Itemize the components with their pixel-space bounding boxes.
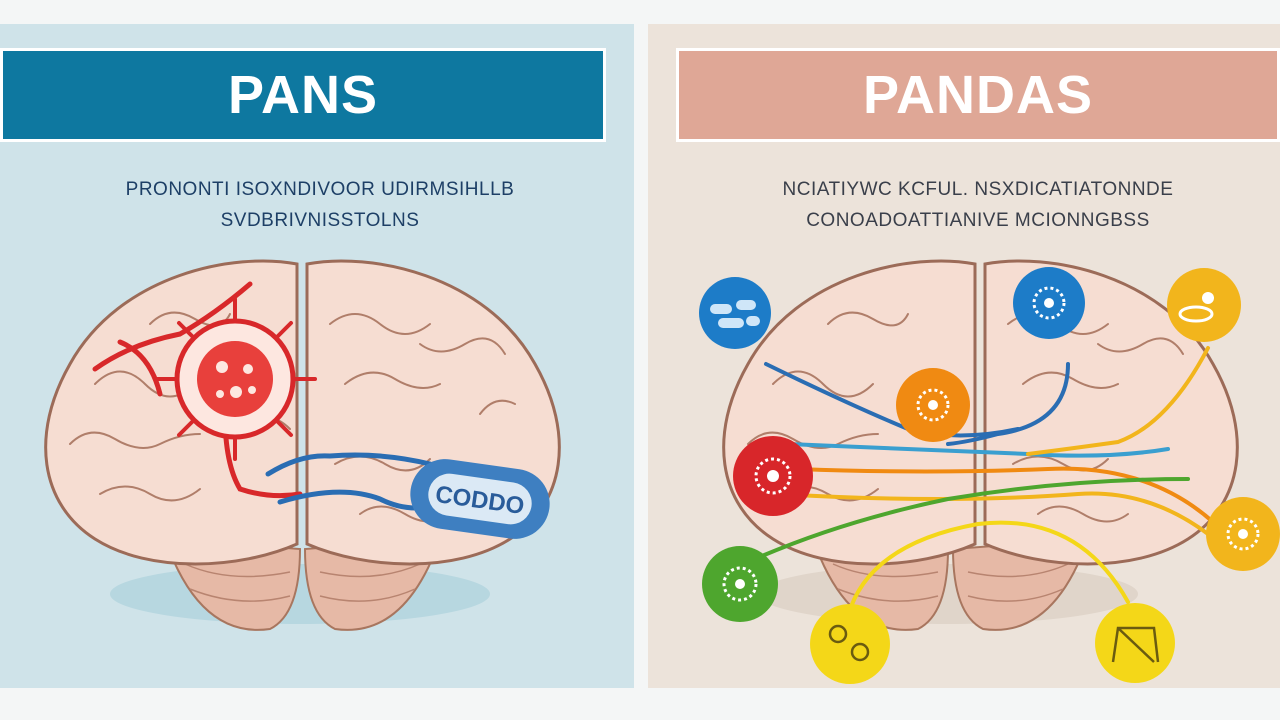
pandas-subtitle-line2: CONOADOATTIANIVE MCIONNGBSS (806, 210, 1150, 231)
virus-icon (733, 436, 813, 516)
virus-icon (702, 546, 778, 622)
pandas-subtitle-line1: NCIATIYWC KCFUL. NSXDICATIATONNDE (782, 179, 1174, 200)
virus-icon (896, 368, 970, 442)
pans-title: PANS (227, 65, 379, 125)
cerebellum-folds (184, 563, 421, 602)
pans-banner: PANS (0, 48, 606, 142)
brain-shadow (758, 564, 1138, 624)
pans-inflammation-path (92, 281, 303, 499)
virus-icon (1206, 497, 1280, 571)
cells-icon (1167, 268, 1241, 342)
pans-brain-diagram: CODDO (44, 259, 561, 631)
pandas-connection-lines (731, 346, 1215, 618)
pans-subtitle-line1: PRONONTI ISOXNDIVOOR UDIRMSIHLLB (125, 179, 515, 200)
pans-bacterium-icon: CODDO (410, 459, 550, 539)
pans-subtitle: PRONONTI ISOXNDIVOOR UDIRMSIHLLB SVDBRIV… (40, 174, 600, 236)
virus-icon (1013, 267, 1085, 339)
chart-icon (1095, 603, 1175, 683)
brain-shadow (110, 564, 490, 624)
cerebellum-folds (832, 563, 1069, 602)
pandas-subtitle: NCIATIYWC KCFUL. NSXDICATIATONNDE CONOAD… (708, 174, 1248, 236)
pans-subtitle-line2: SVDBRIVNISSTOLNS (220, 210, 420, 231)
pandas-brain-diagram (699, 259, 1280, 684)
pans-virus-icon (153, 297, 317, 461)
bacteria-icon (810, 604, 890, 684)
pandas-banner: PANDAS (676, 48, 1280, 142)
pans-panel: PANS PRONONTI ISOXNDIVOOR UDIRMSIHLLB SV… (0, 24, 634, 688)
bacteria-cluster-icon (699, 277, 771, 349)
pandas-title: PANDAS (862, 65, 1093, 125)
pandas-panel: PANDAS NCIATIYWC KCFUL. NSXDICATIATONNDE… (648, 24, 1280, 688)
